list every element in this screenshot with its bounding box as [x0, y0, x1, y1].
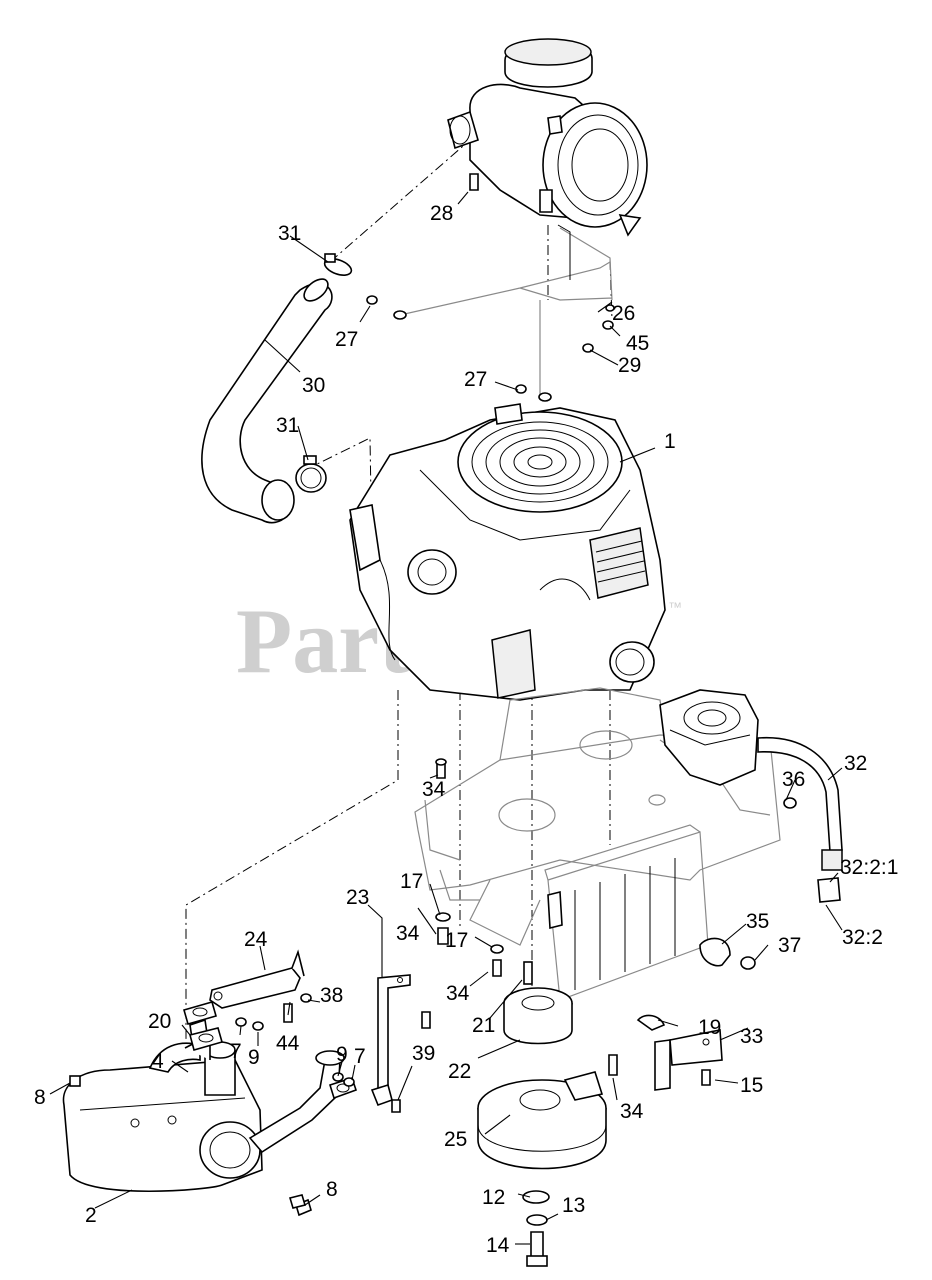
frame-box[interactable]	[544, 824, 709, 1001]
callout-23: 23	[346, 886, 369, 909]
intake-hose[interactable]	[201, 275, 333, 524]
callout-44: 44	[276, 1032, 300, 1055]
callout-8-right: 8	[326, 1178, 338, 1201]
callout-45: 45	[626, 332, 649, 355]
callout-27-lower: 27	[464, 368, 487, 391]
callout-9-right: 9	[336, 1043, 348, 1066]
callout-34-a: 34	[422, 778, 446, 801]
hydro-pump[interactable]	[659, 689, 759, 786]
callout-27-upper: 27	[335, 328, 358, 351]
callout-33: 33	[740, 1025, 763, 1048]
air-cleaner-bracket[interactable]	[399, 224, 613, 395]
nut-37[interactable]	[740, 956, 756, 970]
callout-34-c: 34	[446, 982, 470, 1005]
callout-26: 26	[612, 302, 635, 325]
engine-mount-bolts[interactable]	[435, 758, 618, 1076]
callout-31-upper: 31	[278, 222, 301, 245]
air-cleaner-assembly[interactable]	[447, 38, 648, 237]
callout-34-d: 34	[620, 1100, 644, 1123]
callout-1: 1	[664, 430, 676, 453]
callout-37: 37	[778, 934, 801, 957]
muffler-bracket[interactable]	[209, 949, 305, 1009]
hydraulic-hose[interactable]	[757, 736, 843, 903]
callout-4: 4	[152, 1050, 164, 1073]
callout-8-left: 8	[34, 1086, 46, 1109]
cable-clip[interactable]	[636, 1014, 666, 1031]
hose-clamp-35[interactable]	[699, 937, 731, 967]
electric-clutch[interactable]	[477, 1071, 607, 1170]
callout-30: 30	[302, 374, 325, 397]
callout-38: 38	[320, 984, 343, 1007]
callout-24: 24	[244, 928, 268, 951]
callout-17-right: 17	[445, 929, 468, 952]
muffler-hardware[interactable]	[69, 993, 431, 1217]
callout-25: 25	[444, 1128, 467, 1151]
clutch-washer-stack[interactable]	[522, 1190, 550, 1267]
callout-36: 36	[782, 768, 805, 791]
callout-32-2: 32:2	[842, 926, 883, 949]
key[interactable]	[523, 961, 533, 985]
callout-35: 35	[746, 910, 769, 933]
callout-12: 12	[482, 1186, 505, 1209]
callout-21: 21	[472, 1014, 495, 1037]
hose-clamp-lower[interactable]	[295, 455, 327, 493]
pulley[interactable]	[503, 987, 573, 1045]
callout-2: 2	[85, 1204, 97, 1227]
throttle-bracket[interactable]	[654, 1029, 723, 1091]
callout-7-left: 7	[230, 1040, 242, 1063]
trademark-symbol: ™	[668, 599, 682, 615]
bracket-fasteners[interactable]	[366, 173, 615, 402]
callout-28: 28	[430, 202, 453, 225]
assembly-centerlines	[185, 139, 613, 1060]
leader-lines	[49, 191, 843, 1245]
callout-17-left: 17	[400, 870, 423, 893]
callout-7-right: 7	[354, 1045, 366, 1068]
muffler[interactable]	[62, 1018, 345, 1192]
callout-13: 13	[562, 1194, 585, 1217]
callout-32-2-1: 32:2:1	[840, 856, 898, 879]
callout-32: 32	[844, 752, 867, 775]
callout-19: 19	[698, 1016, 721, 1039]
hose-clamp-upper[interactable]	[322, 253, 353, 278]
exhaust-support-bracket[interactable]	[370, 974, 411, 1107]
callout-14: 14	[486, 1234, 510, 1257]
callout-31-lower: 31	[276, 414, 299, 437]
callout-29: 29	[618, 354, 641, 377]
callout-15: 15	[740, 1074, 763, 1097]
callout-labels: 1 2 4 7 7 8 8 9 9 12 13 14 15 17 17 19 2…	[34, 202, 898, 1257]
engine[interactable]	[349, 403, 666, 701]
callout-39: 39	[412, 1042, 435, 1065]
callout-34-b: 34	[396, 922, 420, 945]
callout-9-left: 9	[248, 1046, 260, 1069]
callout-22: 22	[448, 1060, 471, 1083]
callout-20: 20	[148, 1010, 171, 1033]
